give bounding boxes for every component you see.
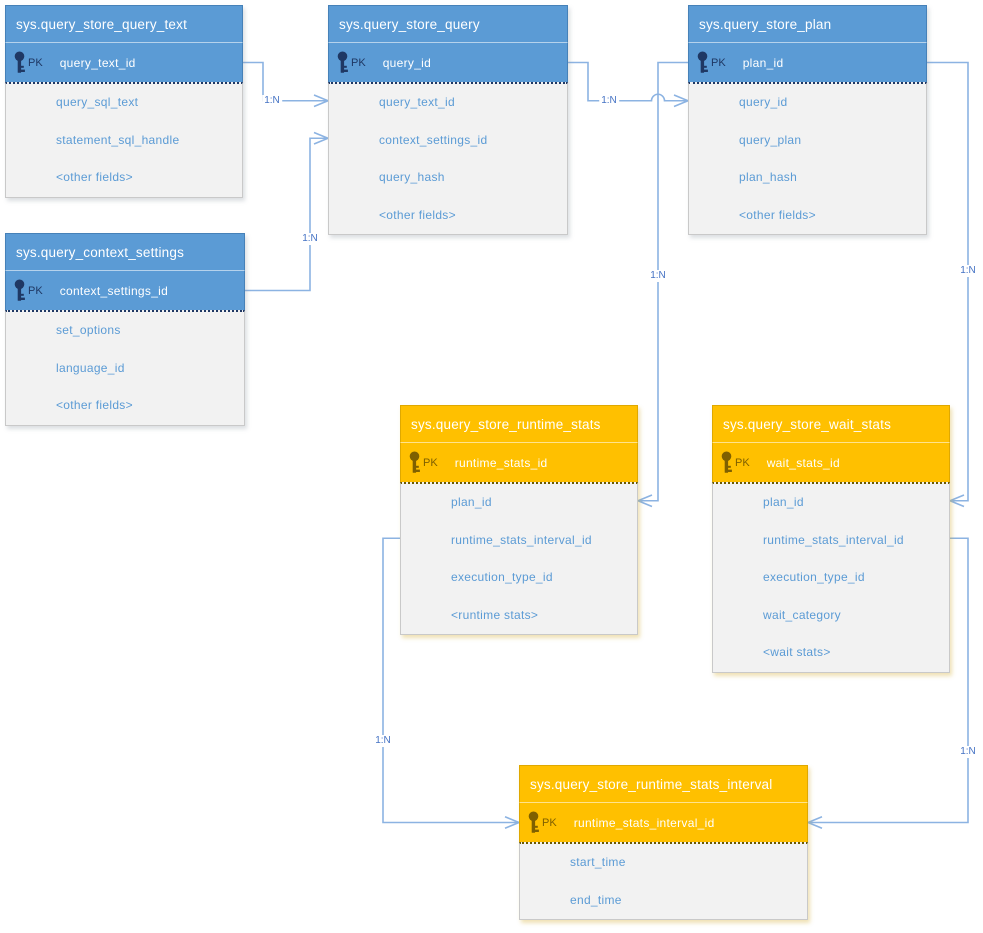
relationship-line-contextsettings-query — [245, 137, 326, 292]
cardinality-label: 1:N — [373, 735, 393, 747]
relationship-line-query-plan — [568, 61, 686, 102]
table-title: sys.query_store_query — [328, 5, 568, 43]
field-row: plan_id — [763, 495, 804, 509]
pk-field-name: runtime_stats_id — [454, 455, 548, 470]
field-row: execution_type_id — [763, 570, 865, 584]
arrowhead-icon — [313, 94, 331, 108]
key-icon — [14, 279, 25, 301]
arrowhead-icon — [947, 494, 965, 508]
table-title: sys.query_store_runtime_stats — [400, 405, 638, 443]
field-row: execution_type_id — [451, 570, 553, 584]
field-row: context_settings_id — [379, 132, 488, 147]
field-row: query_plan — [739, 132, 802, 147]
pk-badge: PK — [711, 56, 726, 69]
pk-field-name: query_text_id — [59, 55, 136, 70]
key-icon — [14, 51, 25, 73]
table-body: query_id query_plan plan_hash <other fie… — [688, 82, 927, 235]
field-row: end_time — [570, 892, 622, 907]
pk-field-name: context_settings_id — [59, 283, 169, 298]
table-body: set_options language_id <other fields> — [5, 310, 245, 426]
table-body: plan_id runtime_stats_interval_id execut… — [712, 482, 950, 673]
table-body: query_sql_text statement_sql_handle <oth… — [5, 82, 243, 198]
pk-badge: PK — [735, 456, 750, 469]
entity-query-store-query-text: sys.query_store_query_text PK query_text… — [5, 5, 243, 198]
pk-row: PK context_settings_id — [5, 271, 245, 310]
field-row: query_sql_text — [56, 95, 139, 109]
pk-row: PK query_id — [328, 43, 568, 82]
entity-query-context-settings: sys.query_context_settings PK context_se… — [5, 233, 245, 426]
pk-badge: PK — [28, 56, 43, 69]
pk-field-name: wait_stats_id — [766, 455, 840, 470]
pk-badge: PK — [542, 816, 557, 829]
field-row: <runtime stats> — [451, 607, 539, 622]
pk-badge: PK — [423, 456, 438, 469]
cardinality-label: 1:N — [958, 265, 978, 277]
field-row: query_text_id — [379, 95, 455, 109]
key-icon — [337, 51, 348, 73]
cardinality-label: 1:N — [599, 94, 619, 107]
key-icon — [697, 51, 708, 73]
pk-field-name: plan_id — [742, 55, 784, 70]
arrowhead-icon — [504, 816, 522, 829]
relationship-line-querytext-query — [243, 61, 326, 102]
pk-field-name: runtime_stats_interval_id — [573, 815, 715, 830]
pk-row: PK query_text_id — [5, 43, 243, 82]
field-row: language_id — [56, 360, 125, 375]
arrowhead-icon — [805, 816, 823, 829]
entity-query-store-wait-stats: sys.query_store_wait_stats PK wait_stats… — [712, 405, 950, 673]
entity-query-store-runtime-stats-interval: sys.query_store_runtime_stats_interval P… — [519, 765, 808, 920]
table-title: sys.query_store_plan — [688, 5, 927, 43]
pk-row: PK wait_stats_id — [712, 443, 950, 482]
field-row: <wait stats> — [763, 645, 831, 659]
pk-badge: PK — [351, 56, 366, 69]
field-row: <other fields> — [739, 207, 816, 222]
table-title: sys.query_store_runtime_stats_interval — [519, 765, 808, 803]
field-row: plan_hash — [739, 170, 798, 184]
field-row: statement_sql_handle — [56, 132, 180, 147]
arrowhead-icon — [635, 494, 653, 508]
field-row: query_id — [739, 95, 788, 109]
table-body: plan_id runtime_stats_interval_id execut… — [400, 482, 638, 635]
table-title: sys.query_context_settings — [5, 233, 245, 271]
field-row: set_options — [56, 323, 121, 337]
arrowhead-icon — [313, 131, 331, 145]
pk-row: PK plan_id — [688, 43, 927, 82]
field-row: plan_id — [451, 495, 492, 509]
cardinality-label: 1:N — [958, 746, 978, 758]
key-icon — [409, 451, 420, 473]
pk-row: PK runtime_stats_id — [400, 443, 638, 482]
field-row: <other fields> — [379, 207, 456, 222]
pk-field-name: query_id — [382, 55, 432, 70]
field-row: runtime_stats_interval_id — [763, 532, 904, 547]
pk-badge: PK — [28, 284, 43, 297]
cardinality-label: 1:N — [262, 94, 282, 107]
pk-row: PK runtime_stats_interval_id — [519, 803, 808, 842]
key-icon — [528, 811, 539, 833]
field-row: query_hash — [379, 170, 445, 184]
table-title: sys.query_store_wait_stats — [712, 405, 950, 443]
arrowhead-icon — [673, 94, 691, 108]
table-title: sys.query_store_query_text — [5, 5, 243, 43]
entity-query-store-runtime-stats: sys.query_store_runtime_stats PK runtime… — [400, 405, 638, 635]
cardinality-label: 1:N — [648, 270, 668, 282]
table-body: start_time end_time — [519, 842, 808, 920]
table-body: query_text_id context_settings_id query_… — [328, 82, 568, 235]
field-row: <other fields> — [56, 170, 133, 184]
field-row: start_time — [570, 855, 626, 869]
field-row: <other fields> — [56, 398, 133, 412]
field-row: runtime_stats_interval_id — [451, 532, 592, 547]
cardinality-label: 1:N — [300, 233, 320, 245]
entity-query-store-plan: sys.query_store_plan PK plan_id query_id… — [688, 5, 927, 235]
key-icon — [721, 451, 732, 473]
field-row: wait_category — [763, 607, 841, 622]
entity-query-store-query: sys.query_store_query PK query_id query_… — [328, 5, 568, 235]
